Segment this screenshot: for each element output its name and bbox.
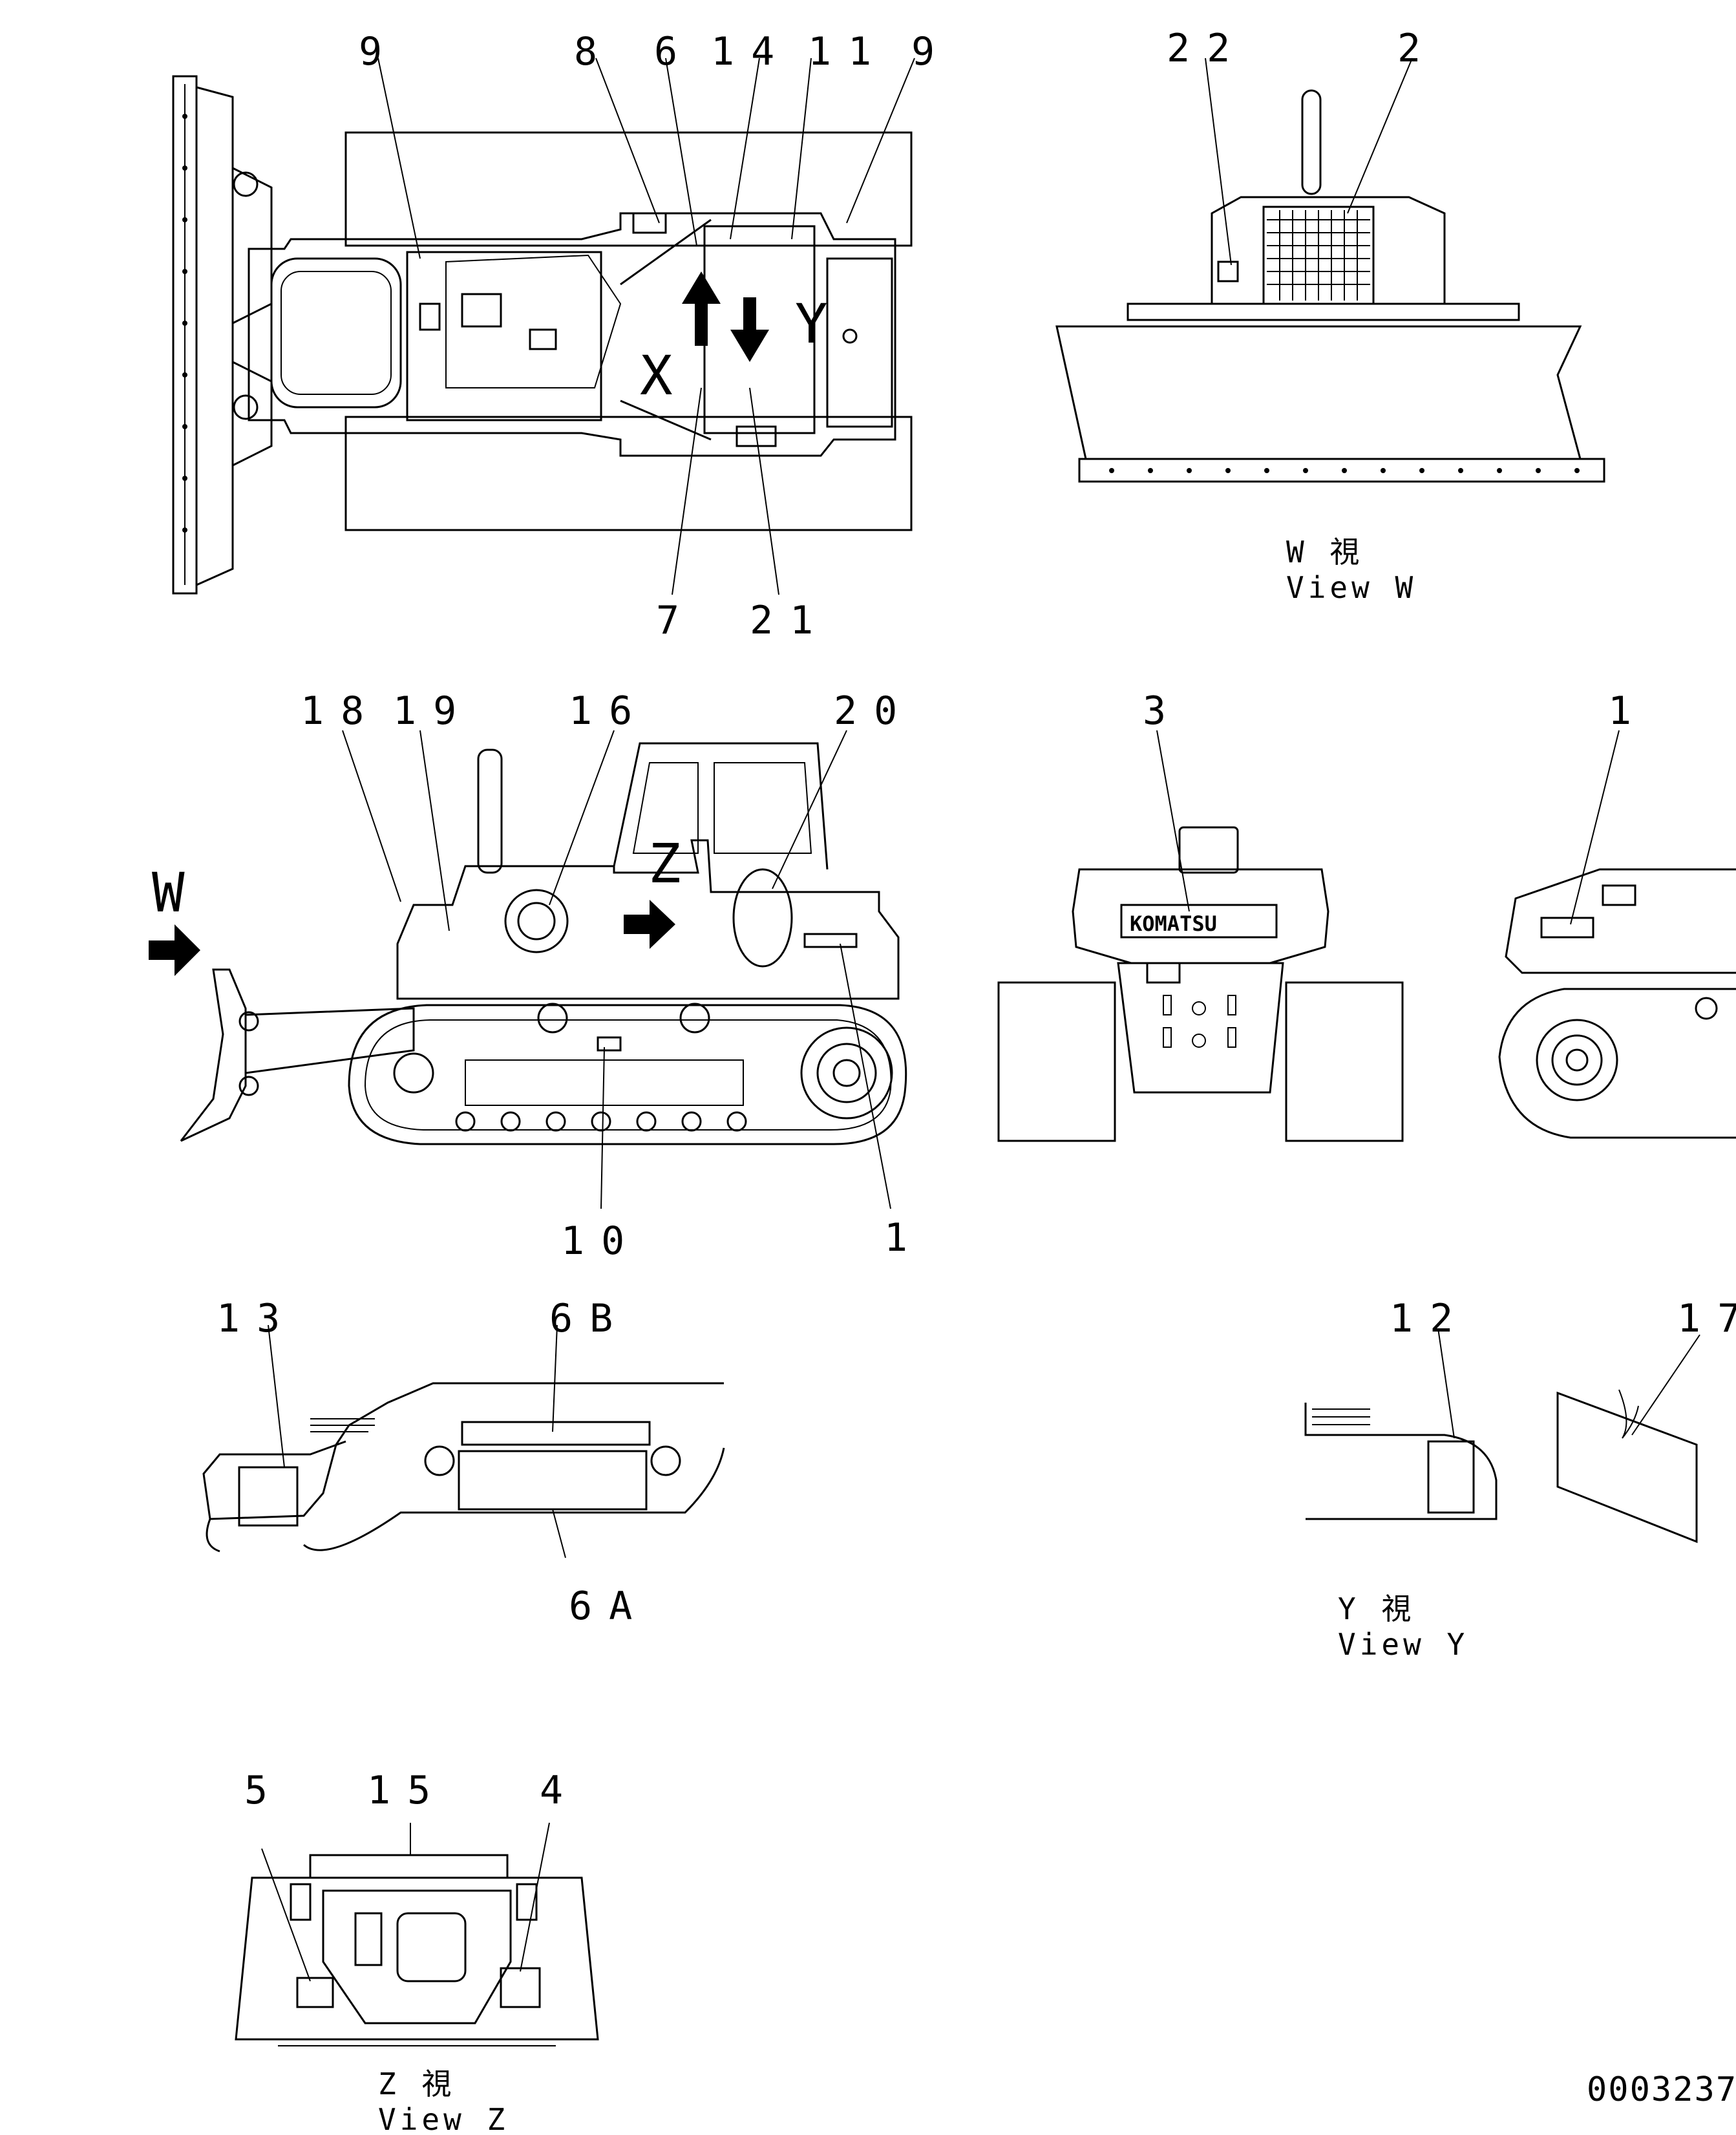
callout-16: 16: [569, 688, 649, 734]
right-partial-view: 1: [1498, 688, 1736, 1139]
callout-6a: 6A: [569, 1584, 649, 1629]
view-y-caption-en: View Y: [1338, 1627, 1468, 1662]
view-w-caption-jp: W 視: [1286, 535, 1363, 569]
view-z-caption-en: View Z: [378, 2102, 509, 2135]
callout-1-right: 1: [1608, 688, 1648, 734]
callout-17: 17: [1677, 1296, 1736, 1341]
callout-9-left: 9: [359, 29, 399, 74]
callout-1: 1: [884, 1215, 924, 1260]
callout-19: 19: [393, 688, 473, 734]
view-w: 22 2 W 視 View W: [1055, 26, 1605, 605]
view-z-caption-jp: Z 視: [378, 2066, 455, 2101]
callout-5: 5: [244, 1768, 284, 1813]
rear-view: KOMATSU 3: [997, 688, 1404, 1142]
callout-11: 11: [808, 29, 888, 74]
callout-9-right: 9: [911, 29, 951, 74]
callout-6: 6: [654, 29, 694, 74]
section-letter-y: Y: [795, 292, 828, 356]
callout-20: 20: [834, 688, 914, 734]
callout-12: 12: [1390, 1296, 1470, 1341]
drawing-number: 00032371: [1587, 2070, 1736, 2109]
section-letter-x: X: [640, 344, 673, 407]
detail-6-view: 13 6B 6A: [202, 1296, 725, 1629]
view-arrow-w-label: W: [152, 861, 185, 924]
callout-2: 2: [1397, 26, 1437, 71]
view-z: 5 15 4 Z 視 View Z: [235, 1768, 599, 2135]
side-view: W Z 18 19 16 20 10 1: [149, 688, 924, 1264]
view-y: 12 17 Y 視 View Y: [1304, 1296, 1736, 1662]
callout-6b: 6B: [549, 1296, 630, 1341]
callout-21: 21: [750, 598, 830, 643]
callout-7: 7: [656, 598, 696, 643]
view-w-caption-en: View W: [1286, 570, 1417, 605]
view-arrow-z-label: Z: [648, 832, 681, 895]
brand-logo: KOMATSU: [1130, 911, 1217, 936]
callout-3: 3: [1143, 688, 1183, 734]
callout-10: 10: [561, 1218, 641, 1264]
top-view: X Y 9 8 6 14 11 9 7 21: [172, 29, 951, 643]
callout-8: 8: [574, 29, 614, 74]
callout-13: 13: [217, 1296, 297, 1341]
callout-15: 15: [367, 1768, 447, 1813]
callout-4: 4: [540, 1768, 580, 1813]
callout-18: 18: [301, 688, 381, 734]
view-y-caption-jp: Y 視: [1338, 1591, 1415, 1626]
callout-14: 14: [711, 29, 791, 74]
callout-22: 22: [1167, 26, 1247, 71]
